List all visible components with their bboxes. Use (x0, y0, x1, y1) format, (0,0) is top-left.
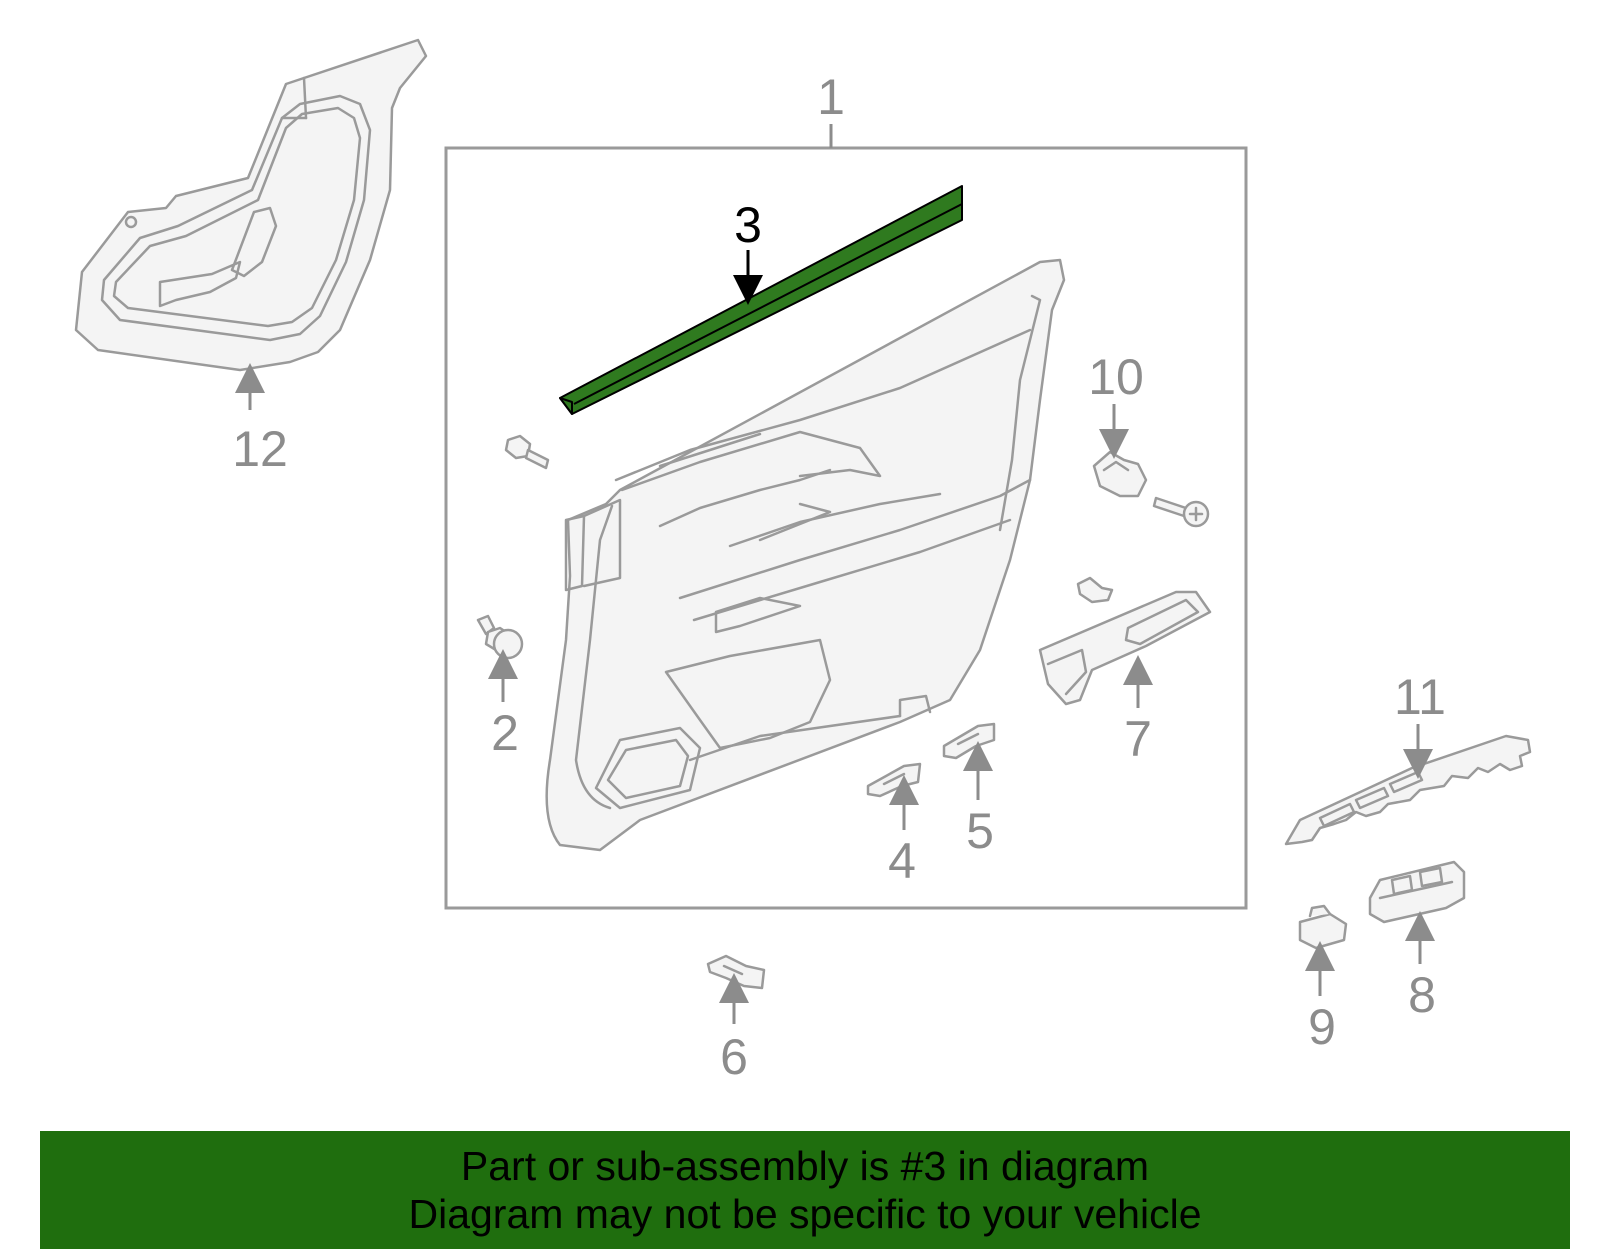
part-11-switch-panel[interactable] (1284, 734, 1532, 846)
door-trim-panel[interactable] (545, 258, 1066, 852)
callout-7[interactable]: 7 (1124, 711, 1152, 767)
screw-right[interactable] (1152, 496, 1210, 528)
callout-1[interactable]: 1 (817, 69, 845, 125)
part-7-handle[interactable] (1038, 590, 1212, 706)
callout-4[interactable]: 4 (888, 833, 916, 889)
callout-6[interactable]: 6 (720, 1029, 748, 1085)
callout-10[interactable]: 10 (1088, 349, 1144, 405)
info-banner: Part or sub-assembly is #3 in diagram Di… (40, 1131, 1570, 1249)
callout-9[interactable]: 9 (1308, 999, 1336, 1055)
callout-12[interactable]: 12 (232, 421, 288, 477)
banner-line-2: Diagram may not be specific to your vehi… (408, 1191, 1202, 1237)
callout-2[interactable]: 2 (491, 705, 519, 761)
small-clip-near-7[interactable] (1076, 576, 1114, 604)
callout-5[interactable]: 5 (966, 803, 994, 859)
part-12-frame[interactable] (74, 38, 428, 372)
part-6-clip[interactable] (706, 954, 766, 990)
part-9-small-switch[interactable] (1298, 904, 1348, 950)
callout-8[interactable]: 8 (1408, 967, 1436, 1023)
callout-11[interactable]: 11 (1394, 669, 1446, 725)
part-8-switch[interactable] (1368, 860, 1466, 924)
banner-line-1: Part or sub-assembly is #3 in diagram (460, 1143, 1150, 1189)
screw-upper-left[interactable] (504, 434, 550, 470)
callout-3[interactable]: 3 (734, 197, 762, 253)
